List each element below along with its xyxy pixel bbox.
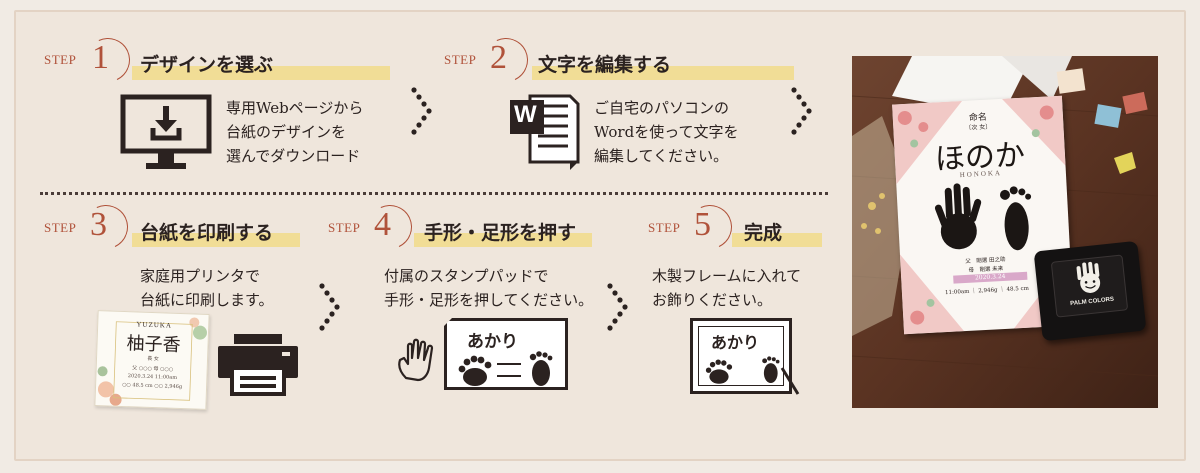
step-4-description: 付属のスタンプパッドで 手形・足形を押してください。 [384, 264, 593, 312]
step-1-desc-line: 台紙のデザインを [226, 123, 347, 141]
step-2-desc-line: Wordを使って文字を [594, 123, 739, 141]
step-1-label: STEP [44, 52, 77, 67]
step-2-label: STEP [444, 52, 477, 67]
step-5-desc-line: お飾りください。 [652, 291, 773, 309]
stamp-pad: PALM COLORS [1033, 240, 1147, 342]
step-3-number: 3 [90, 206, 107, 243]
word-document-icon [510, 94, 580, 170]
chevron-right-icon [791, 87, 812, 135]
step-2-title: 文字を編集する [538, 54, 672, 76]
stamp-pad-label: PALM COLORS [1050, 254, 1129, 318]
step-3-label: STEP [44, 220, 77, 235]
chevron-right-icon [319, 283, 340, 331]
step-4-title-highlight [414, 233, 592, 247]
step-3-title: 台紙を印刷する [140, 222, 274, 244]
step-1-number: 1 [92, 39, 109, 76]
handprint-card: あかり [444, 318, 568, 390]
framed-card-inner [698, 326, 784, 386]
download-monitor-icon [120, 94, 212, 169]
chevron-right-icon [411, 87, 432, 135]
step-1-title-highlight [132, 66, 390, 80]
step-4-label: STEP [328, 220, 361, 235]
step-3-desc-line: 家庭用プリンタで [140, 267, 261, 285]
step-5-label: STEP [648, 220, 681, 235]
step-5-description: 木製フレームに入れて お飾りください。 [652, 264, 801, 312]
step-1-title: デザインを選ぶ [140, 54, 274, 76]
step-2-description: ご自宅のパソコンの Wordを使って文字を 編集してください。 [594, 96, 738, 168]
step-3-title-highlight [132, 233, 300, 247]
hand-outline-icon [398, 338, 434, 382]
step-4-number: 4 [374, 206, 391, 243]
step-2-title-highlight [532, 66, 794, 80]
floral-decoration [97, 317, 207, 406]
step-1-desc-line: 選んでダウンロード [226, 147, 361, 165]
handprint-card-lines [497, 363, 521, 377]
footprint-icon [762, 356, 780, 383]
section-divider [40, 192, 828, 195]
step-4-title: 手形・足形を押す [424, 222, 577, 244]
chevron-right-icon [607, 283, 628, 331]
step-1-desc-line: 専用Webページから [226, 99, 364, 117]
word-letter: W [514, 101, 537, 128]
smiley-hand-icon [1076, 261, 1101, 293]
framed-card: あかり [690, 318, 792, 394]
handprint-stamp [934, 183, 982, 250]
printer-icon [218, 334, 298, 396]
step-2-number: 2 [490, 39, 507, 76]
step-2-desc-line: 編集してください。 [594, 147, 729, 165]
stamp-pad-brand: PALM COLORS [1069, 296, 1115, 308]
product-photo: 命名 〔次 女〕 ほのか HONOKA 父 剛選 田之助 母 剛選 未来 202… [852, 56, 1158, 408]
step-1-description: 専用Webページから 台紙のデザインを 選んでダウンロード [226, 96, 363, 168]
step-5-title: 完成 [744, 222, 783, 244]
handprint-icon [705, 359, 733, 384]
step-4-desc-line: 付属のスタンプパッドで [384, 267, 549, 285]
handprint-card-name: あかり [467, 332, 518, 352]
footprint-stamp [999, 186, 1032, 251]
frame-stand [780, 367, 800, 395]
step-5-number: 5 [694, 206, 711, 243]
step-3-desc-line: 台紙に印刷します。 [140, 291, 274, 309]
footprint-icon [529, 351, 553, 386]
step-3-description: 家庭用プリンタで 台紙に印刷します。 [140, 264, 274, 312]
framed-card-name: あかり [711, 333, 760, 352]
handprint-card-corner [440, 314, 456, 330]
handprint-icon [458, 355, 492, 386]
step-5-desc-line: 木製フレームに入れて [652, 267, 802, 285]
step-4-desc-line: 手形・足形を押してください。 [384, 291, 594, 309]
sample-name-card: YUZUKA 柚子香 長 女 父 ○○○ 母 ○○○ 2020.3.24 11:… [94, 310, 210, 410]
step-5-title-highlight [732, 233, 822, 247]
step-2-desc-line: ご自宅のパソコンの [594, 99, 730, 117]
